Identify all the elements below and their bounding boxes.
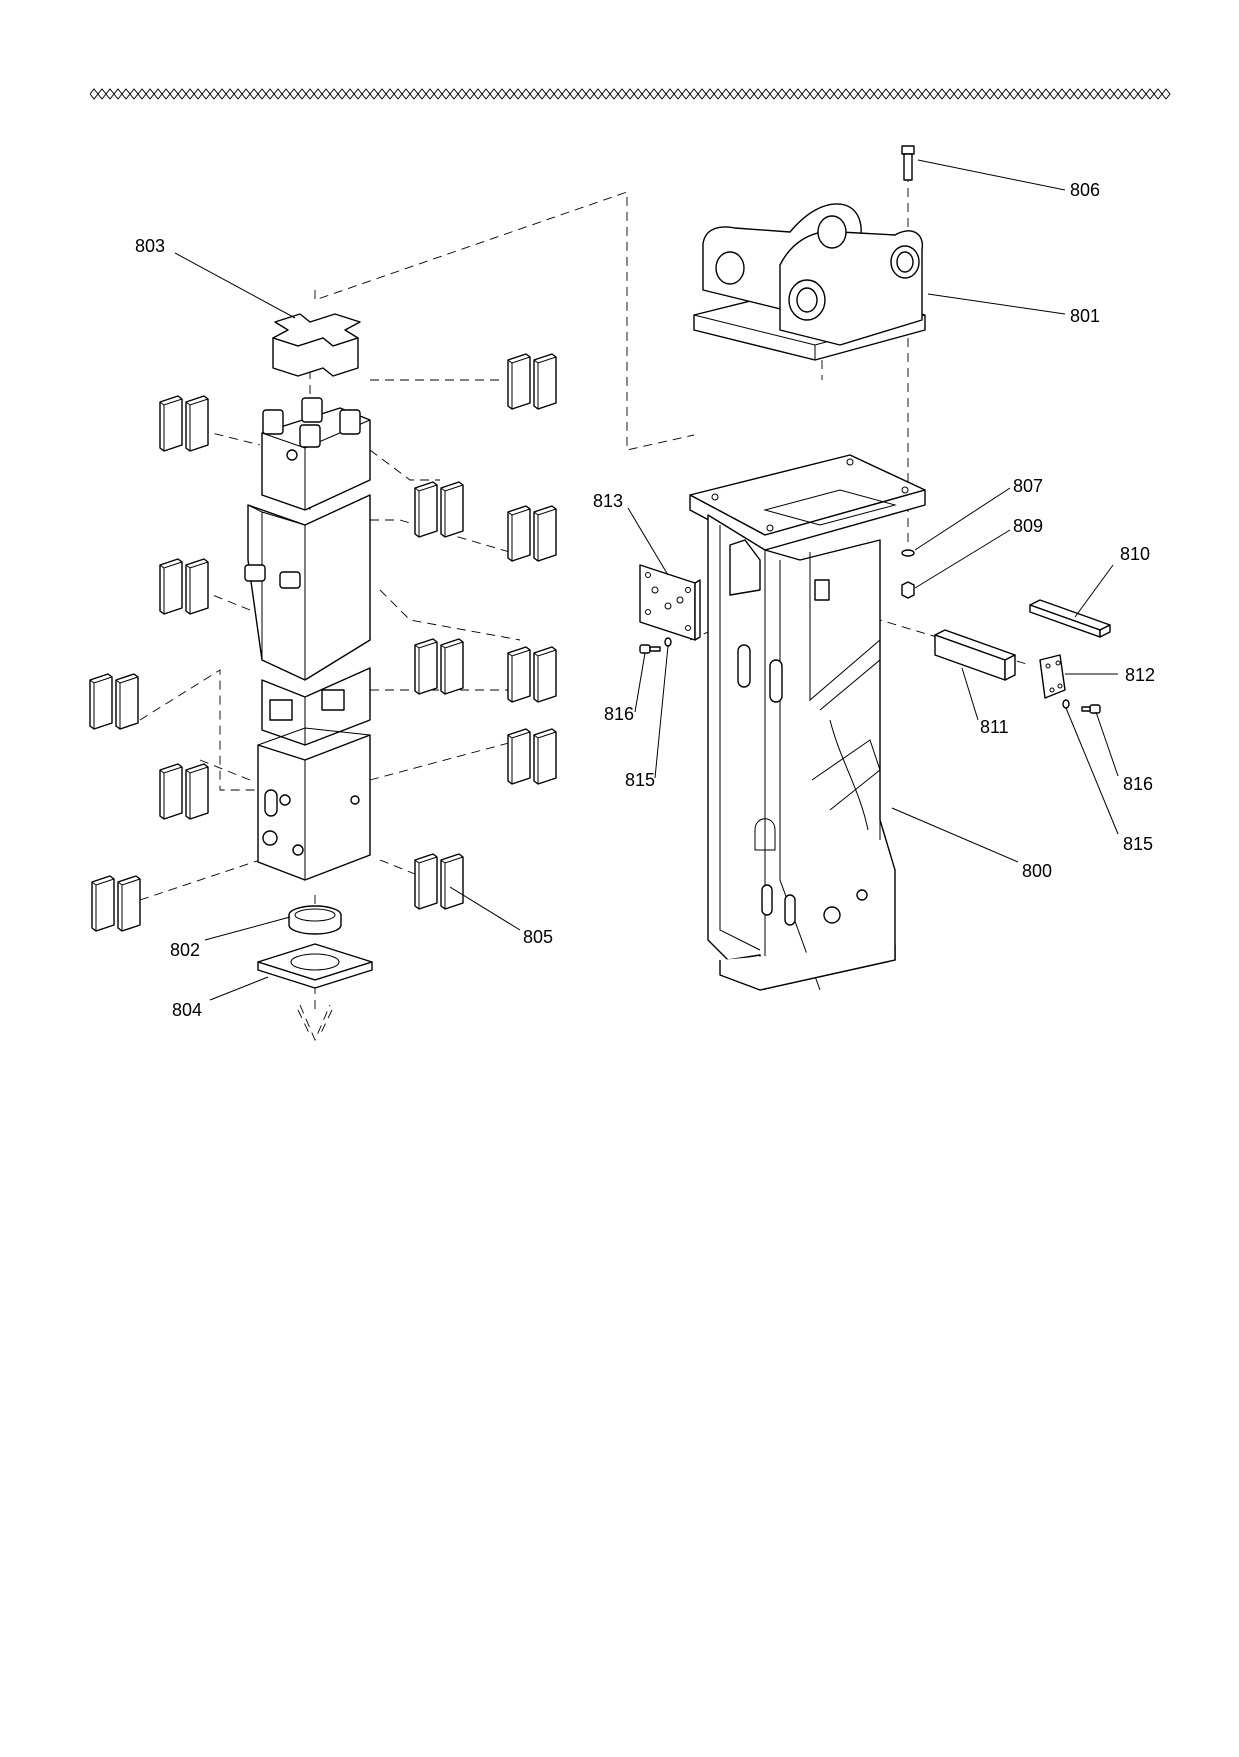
part-813-cover-plate [639,564,701,641]
wear-plate-block [507,505,531,562]
part-807-washer [901,549,915,557]
wear-plate-block [533,353,557,410]
decorative-top-border [89,88,1171,100]
breaker-body [244,313,373,1042]
wear-plate-block [89,673,113,730]
wear-plate-edge [185,766,209,819]
breaker-mid-body [261,667,371,746]
wear-plate-block [185,763,209,820]
wear-plate-block [440,638,464,695]
wear-plate-edge [159,561,183,614]
part-811-bar [934,629,1016,681]
wear-plate-block [185,395,209,452]
wear-plate-edge [414,484,438,537]
wear-plate-block [414,853,438,910]
wear-plate-block [414,638,438,695]
callout-807: 807 [1013,476,1043,496]
wear-plate-block [507,646,531,703]
part-801-mounting-bracket [693,203,926,361]
wear-plate-edge [89,676,113,729]
wear-plate-edge [507,649,531,702]
wear-plate-block [91,875,115,932]
housing-assembly [639,145,1111,991]
callout-804: 804 [172,1000,202,1020]
wear-plate-edge [507,356,531,409]
wear-plate-edge [533,649,557,702]
wear-plate-edge [185,561,209,614]
part-805-wear-plates [89,353,557,932]
callout-802: 802 [170,940,200,960]
wear-plate-block [414,481,438,538]
wear-plate-block [533,505,557,562]
wear-plate-block [533,646,557,703]
callout-816-right: 816 [1123,774,1153,794]
wear-plate-edge [507,731,531,784]
callout-803: 803 [135,236,165,256]
wear-plate-edge [533,508,557,561]
wear-plate-block [533,728,557,785]
wear-plate-edge [159,766,183,819]
wear-plate-edge [440,856,464,909]
wear-plate-block [440,481,464,538]
wear-plate-edge [115,676,139,729]
callout-815-right: 815 [1123,834,1153,854]
callout-815-left: 815 [625,770,655,790]
wear-plate-block [159,763,183,820]
callout-811: 811 [980,717,1009,737]
wear-plate-edge [117,878,141,931]
wear-plate-edge [533,731,557,784]
wear-plate-block [117,875,141,932]
wear-plate-edge [414,856,438,909]
part-804-plate [257,943,373,989]
part-806-bolt [901,145,915,181]
wear-plate-block [185,558,209,615]
breaker-head [261,397,371,511]
wear-plate-edge [414,641,438,694]
part-802-bushing [288,905,342,935]
part-809-nut [901,581,915,599]
wear-plate-edge [185,398,209,451]
part-803-cross-damper [272,313,361,377]
wear-plate-edge [507,508,531,561]
wear-plate-edge [440,484,464,537]
breaker-lower-body [257,727,371,881]
wear-plate-edge [440,641,464,694]
wear-plate-block [507,353,531,410]
wear-plate-block [115,673,139,730]
callout-812: 812 [1125,665,1155,685]
callout-800: 800 [1022,861,1052,881]
wear-plate-block [159,395,183,452]
leader-lines [174,159,1119,1001]
callout-813: 813 [593,491,623,511]
wear-plate-edge [533,356,557,409]
part-815-washer-left [664,637,672,647]
part-810-bar [1029,599,1111,638]
part-815-washer-right [1062,699,1070,709]
wear-plate-edge [91,878,115,931]
wear-plate-block [507,728,531,785]
breaker-upper-body [244,494,371,681]
callout-801: 801 [1070,306,1100,326]
callout-806: 806 [1070,180,1100,200]
part-812-cover-plate [1039,654,1066,699]
part-800-housing [689,454,926,991]
callout-805: 805 [523,927,553,947]
wear-plate-block [440,853,464,910]
wear-plate-block [159,558,183,615]
callout-labels: 803 806 801 807 809 810 813 812 816 811 … [135,180,1155,1020]
callout-810: 810 [1120,544,1150,564]
callout-809: 809 [1013,516,1043,536]
callout-816-left: 816 [604,704,634,724]
part-816-screw-left [639,644,661,654]
chisel-tool-ghost [297,1004,333,1042]
wear-plate-edge [159,398,183,451]
part-816-screw-right [1081,704,1101,714]
